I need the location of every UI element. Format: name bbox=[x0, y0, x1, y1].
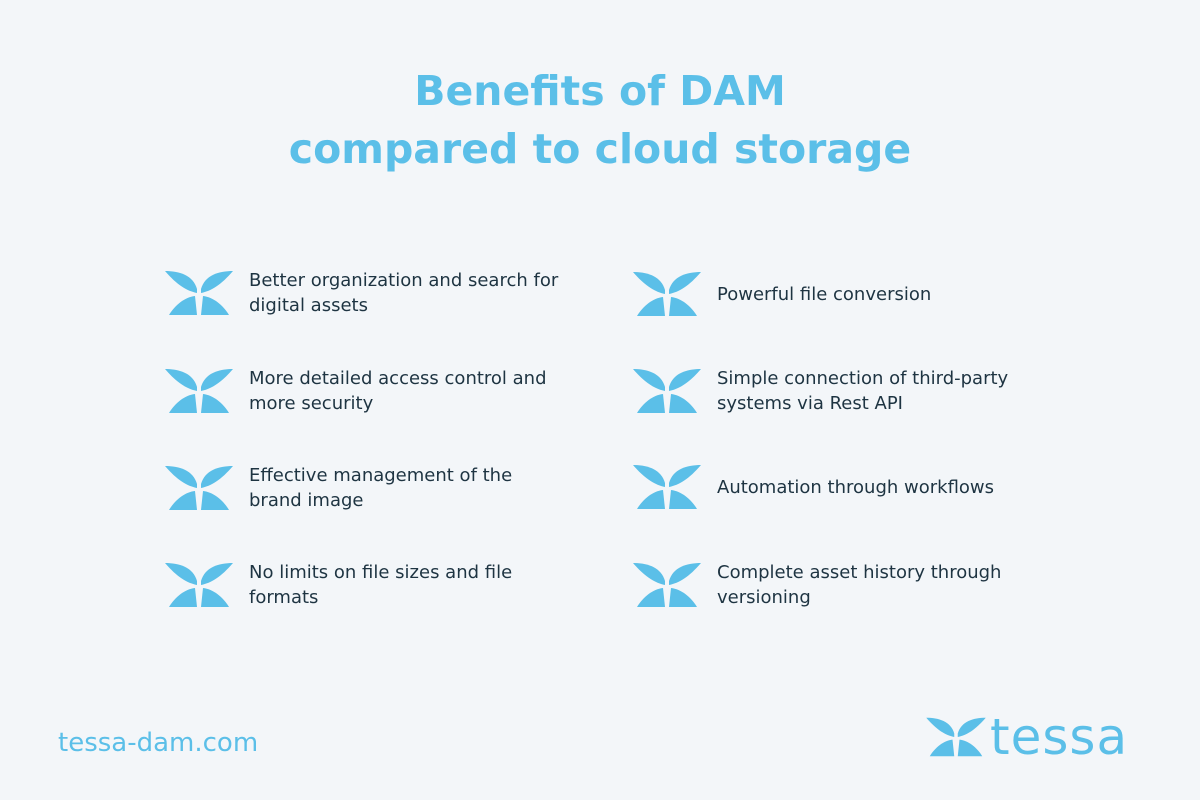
benefit-text: Better organization and search for digit… bbox=[249, 270, 559, 316]
page-title: Benefits of DAM compared to cloud storag… bbox=[0, 62, 1200, 178]
logo-wordmark: tessa bbox=[990, 708, 1129, 766]
benefit-item: More detailed access control and more se… bbox=[165, 366, 585, 416]
benefit-item: Simple connection of third-party systems… bbox=[633, 366, 1053, 416]
butterfly-icon bbox=[165, 466, 233, 510]
butterfly-icon bbox=[633, 465, 701, 509]
benefit-item: Better organization and search for digit… bbox=[165, 268, 585, 318]
butterfly-icon bbox=[633, 272, 701, 316]
benefit-item: Complete asset history through versionin… bbox=[633, 560, 1053, 610]
benefit-item: No limits on file sizes and file formats bbox=[165, 560, 585, 610]
website-link[interactable]: tessa-dam.com bbox=[58, 728, 259, 758]
butterfly-icon bbox=[165, 271, 233, 315]
benefit-text: Automation through workflows bbox=[717, 476, 995, 498]
benefit-text: Complete asset history through versionin… bbox=[717, 562, 1002, 608]
benefit-text: No limits on file sizes and file formats bbox=[249, 562, 513, 608]
benefit-text: Simple connection of third-party systems… bbox=[717, 368, 1009, 414]
butterfly-icon bbox=[633, 369, 701, 413]
title-line-1: Benefits of DAM bbox=[414, 67, 786, 115]
benefit-item: Effective management of the brand image bbox=[165, 463, 585, 513]
benefit-text: Effective management of the brand image bbox=[249, 465, 513, 511]
title-line-2: compared to cloud storage bbox=[288, 125, 912, 173]
butterfly-icon bbox=[165, 563, 233, 607]
benefit-text: Powerful file conversion bbox=[717, 283, 932, 305]
butterfly-icon bbox=[926, 717, 986, 757]
benefit-text: More detailed access control and more se… bbox=[249, 368, 547, 414]
butterfly-icon bbox=[633, 563, 701, 607]
butterfly-icon bbox=[165, 369, 233, 413]
tessa-logo: tessa bbox=[926, 712, 1128, 762]
benefit-item: Powerful file conversion bbox=[633, 270, 1053, 318]
benefit-item: Automation through workflows bbox=[633, 463, 1053, 511]
